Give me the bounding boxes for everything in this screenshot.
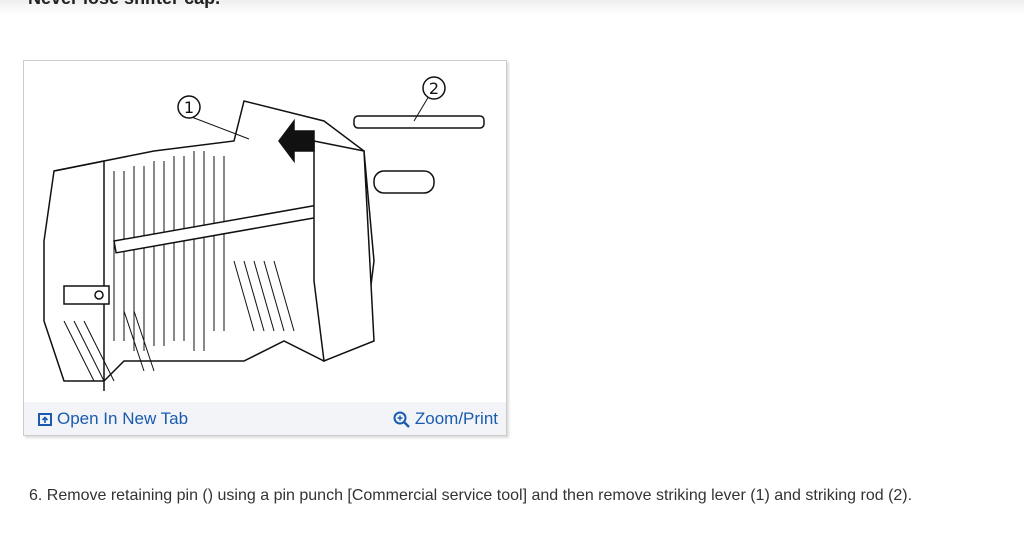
- figure-card: 1 2 Open In New Tab Zoom/Print: [23, 60, 507, 436]
- open-new-tab-link[interactable]: Open In New Tab: [38, 409, 188, 429]
- zoom-print-link[interactable]: Zoom/Print: [393, 409, 498, 429]
- callout-1: 1: [184, 98, 194, 117]
- open-new-tab-label: Open In New Tab: [57, 409, 189, 428]
- open-new-tab-icon: [38, 412, 52, 426]
- transmission-illustration: 1 2: [43, 76, 485, 391]
- header-shadow: [0, 0, 1024, 14]
- zoom-print-label: Zoom/Print: [414, 409, 498, 428]
- figure-toolbar: Open In New Tab Zoom/Print: [24, 402, 506, 435]
- callout-2: 2: [429, 79, 439, 98]
- note-text: Never lose shifter cap.: [28, 0, 220, 9]
- zoom-in-icon: [393, 411, 410, 428]
- step-6-text: 6. Remove retaining pin () using a pin p…: [29, 487, 913, 504]
